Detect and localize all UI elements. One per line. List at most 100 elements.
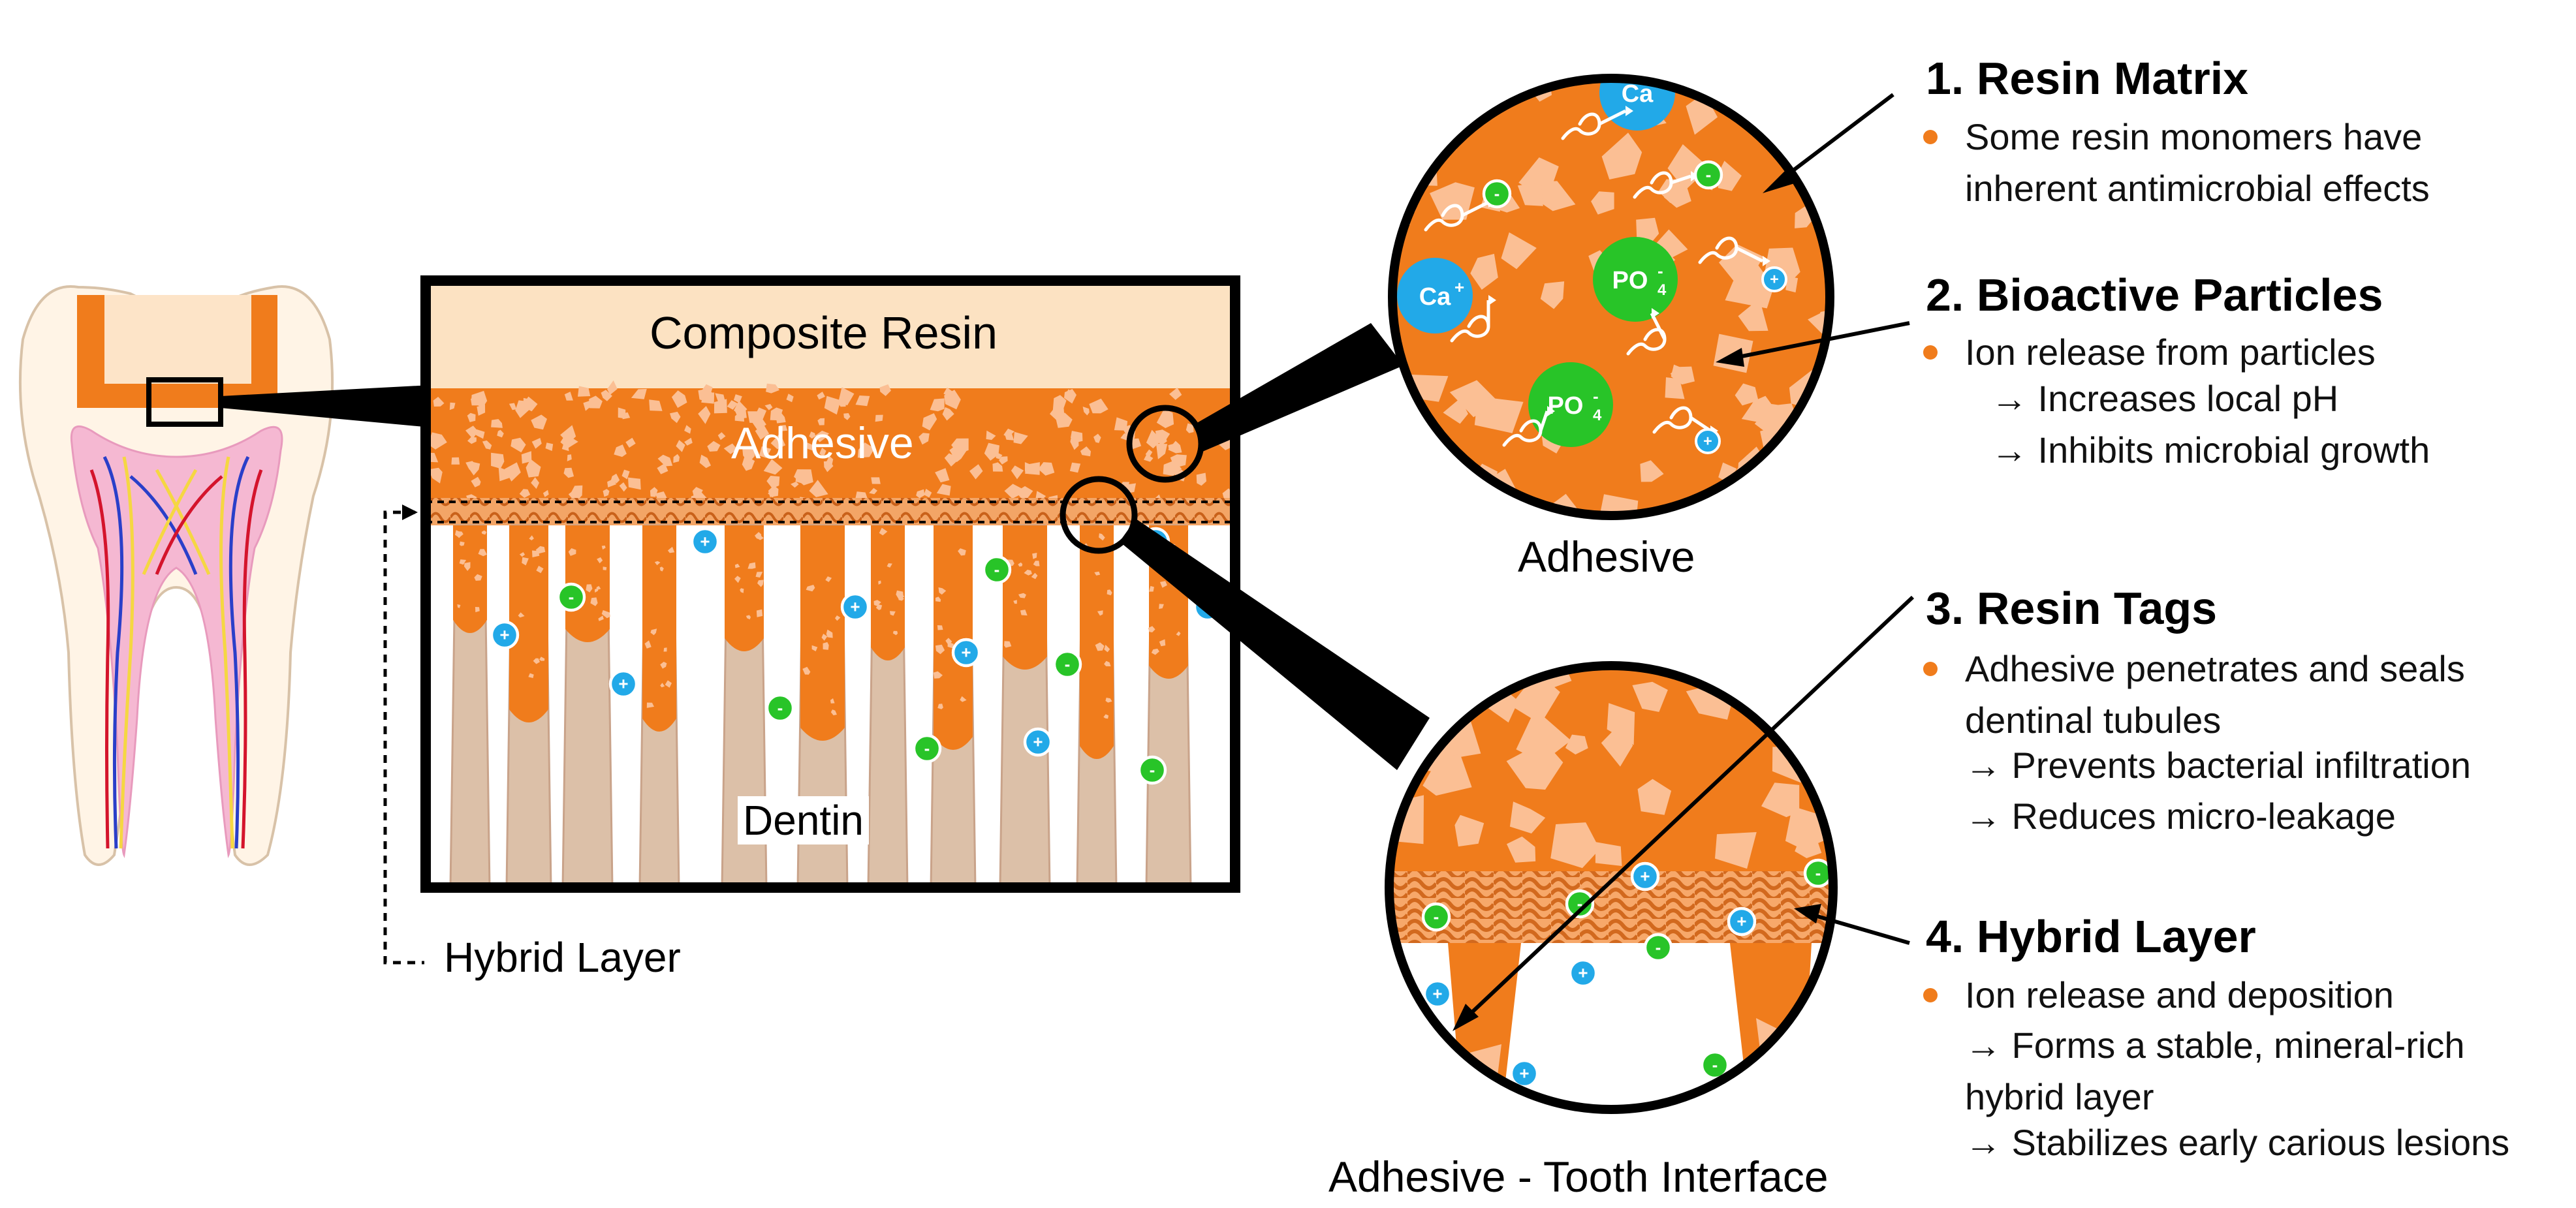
filler-particle	[1595, 842, 1622, 866]
filler-particle	[992, 462, 1003, 472]
bacterium-icon	[1450, 295, 1496, 343]
filler-particle	[734, 409, 747, 419]
filler-particle	[1169, 387, 1182, 400]
filler-particle	[759, 446, 772, 458]
filler-particle	[1099, 533, 1105, 541]
filler-particle	[755, 534, 764, 540]
calcium-ion: Ca+	[1397, 258, 1473, 333]
filler-particle	[595, 587, 599, 593]
filler-particle	[1735, 383, 1759, 406]
filler-particle	[742, 455, 755, 471]
filler-particle	[660, 683, 665, 688]
filler-particle	[1071, 431, 1083, 443]
minus-ion-icon: -	[556, 582, 586, 612]
filler-particle	[1718, 462, 1737, 484]
filler-particle	[475, 607, 480, 613]
filler-particle	[764, 404, 773, 410]
filler-particle	[811, 645, 818, 651]
minus-ion-icon: -	[1421, 902, 1451, 932]
svg-text:+: +	[1519, 1063, 1529, 1083]
filler-particle	[1004, 641, 1012, 648]
filler-particle	[1632, 681, 1668, 712]
section-4-bullet-text: Ion release and deposition	[1965, 974, 2394, 1015]
filler-particle	[1159, 639, 1166, 647]
filler-particle	[871, 477, 881, 484]
filler-particle	[1038, 462, 1055, 476]
filler-particle	[1785, 276, 1798, 293]
filler-particle	[1013, 600, 1017, 604]
filler-particle	[625, 437, 636, 448]
filler-particle	[509, 403, 517, 410]
filler-particle	[449, 402, 456, 410]
filler-particle	[1082, 407, 1090, 416]
filler-particle	[821, 634, 828, 641]
filler-particle	[1509, 801, 1546, 834]
filler-particle	[1093, 433, 1101, 443]
filler-particle	[1601, 722, 1633, 767]
filler-particle	[1601, 132, 1642, 179]
filler-particle	[467, 412, 476, 422]
filler-particle	[984, 442, 999, 461]
svg-text:4: 4	[1593, 407, 1602, 424]
filler-particle	[510, 437, 526, 453]
minus-ion-icon: -	[982, 555, 1012, 585]
plus-ion-icon: +	[1509, 1059, 1539, 1089]
filler-particle	[1395, 123, 1442, 164]
filler-particle	[1004, 484, 1023, 499]
filler-particle	[757, 580, 764, 587]
filler-particle	[1474, 396, 1524, 433]
svg-text:-: -	[1434, 906, 1439, 926]
filler-particle	[670, 411, 681, 424]
filler-particle	[531, 414, 547, 430]
filler-particle	[809, 480, 828, 497]
filler-particle	[603, 566, 607, 570]
filler-particle	[560, 425, 576, 444]
filler-particle	[589, 395, 603, 409]
interface-zoom-caption: Adhesive - Tooth Interface	[1328, 1153, 1829, 1201]
filler-particle	[1024, 462, 1036, 474]
filler-particle	[497, 429, 504, 438]
zoom-cone-1	[221, 385, 431, 427]
filler-particle	[1470, 253, 1498, 290]
callout-arrows	[1453, 93, 1915, 1031]
svg-text:-: -	[1577, 893, 1583, 913]
plus-ion-icon: +	[490, 620, 520, 650]
filler-particle	[598, 615, 604, 621]
filler-particle	[1146, 429, 1162, 449]
filler-particle	[684, 437, 693, 446]
filler-particle	[542, 489, 549, 497]
filler-particle	[474, 574, 482, 581]
filler-particle	[1003, 428, 1015, 438]
filler-particle	[999, 456, 1008, 465]
plus-ion-icon: +	[1422, 979, 1453, 1009]
svg-text:Ca: Ca	[1419, 283, 1451, 311]
filler-particle	[1155, 443, 1168, 459]
svg-text:-: -	[1150, 760, 1155, 779]
filler-particle	[942, 407, 954, 421]
filler-particle	[1151, 648, 1159, 655]
filler-particle	[433, 397, 445, 407]
section-3-bullet: Adhesive penetrates and seals dentinal t…	[1923, 643, 2552, 746]
filler-particle	[519, 552, 526, 557]
plus-ion-icon: +	[690, 527, 720, 557]
plus-ion-icon: +	[1023, 727, 1053, 757]
filler-particle	[698, 388, 714, 402]
section-2-sub-2: → Inhibits microbial growth	[1991, 429, 2430, 471]
filler-particle	[1011, 465, 1024, 480]
svg-text:4: 4	[1657, 281, 1667, 299]
filler-particle	[746, 615, 751, 620]
filler-particle	[568, 548, 576, 556]
dentinal-tubule	[561, 524, 614, 888]
composite-resin-label: Composite Resin	[650, 307, 997, 358]
filler-particle	[536, 565, 544, 574]
filler-particle	[564, 392, 573, 401]
filler-particle	[740, 588, 744, 593]
filler-particle	[986, 430, 996, 441]
filler-particle	[875, 414, 883, 422]
filler-particle	[819, 448, 826, 457]
svg-text:-: -	[924, 738, 930, 758]
filler-particle	[1163, 460, 1182, 476]
filler-particle	[619, 482, 627, 492]
section-3-sub-1: → Prevents bacterial infiltration	[1965, 745, 2472, 786]
filler-particle	[1405, 498, 1421, 515]
